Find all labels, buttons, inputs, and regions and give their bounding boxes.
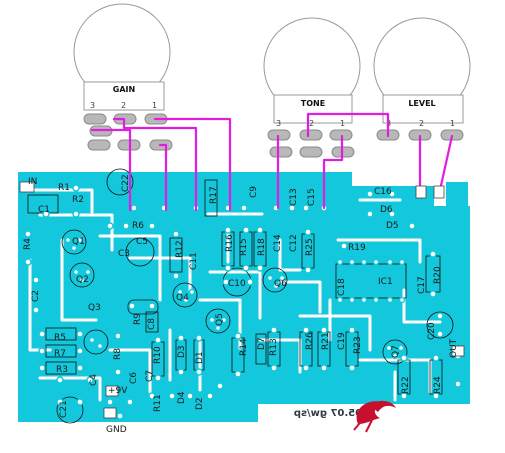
pot-tone-pin-2: 2 [309, 119, 314, 128]
label-gnd: GND [106, 425, 127, 435]
pot-level: LEVEL 3 2 1 [373, 17, 471, 128]
label-in: IN [28, 177, 37, 187]
pcb-traces [26, 188, 442, 402]
label-c6: C6 [129, 372, 139, 384]
label-r25: R25 [305, 238, 315, 256]
label-ic1: IC1 [378, 277, 393, 287]
label-q2: Q2 [76, 275, 89, 285]
label-q6: Q6 [274, 279, 287, 289]
label-c1: C1 [38, 205, 50, 215]
jumper-wires [90, 112, 454, 212]
pot-gain-pin-2: 2 [121, 101, 126, 110]
label-q1: Q1 [72, 237, 85, 247]
label-d3: D3 [177, 345, 187, 358]
label-q5: Q5 [215, 313, 225, 326]
label-r13: R13 [269, 338, 279, 356]
label-r2: R2 [72, 195, 84, 205]
label-c2: C2 [31, 290, 41, 302]
label-d4: D4 [177, 391, 187, 404]
label-c18: C18 [337, 278, 347, 296]
label-r7: R7 [54, 349, 66, 359]
label-d6: D6 [380, 205, 393, 215]
label-r20: R20 [433, 266, 443, 284]
label-c19: C19 [337, 332, 347, 350]
pot-tone: TONE 3 2 1 [263, 17, 361, 128]
pot-lug-pads [83, 113, 464, 158]
pot-tone-label: TONE [301, 99, 325, 108]
label-c9: C9 [249, 186, 259, 198]
pot-gain-pin-3: 3 [90, 101, 95, 110]
pot-level-pin-1: 1 [450, 119, 455, 128]
label-c17: C17 [417, 276, 427, 294]
label-q4: Q4 [176, 293, 189, 303]
pot-level-label: LEVEL [408, 99, 435, 108]
label-r12: R12 [175, 240, 185, 258]
pot-level-pin-2: 2 [419, 119, 424, 128]
label-r8: R8 [113, 348, 123, 360]
label-r24: R24 [433, 376, 443, 394]
label-out: OUT [449, 338, 459, 358]
pot-tone-pin-1: 1 [340, 119, 345, 128]
label-r23: R23 [353, 336, 363, 354]
label-c22: C22 [121, 174, 131, 192]
label-r3: R3 [56, 365, 68, 375]
label-r18: R18 [257, 238, 267, 256]
label-r9: R9 [133, 313, 143, 325]
label-r6: R6 [132, 221, 144, 231]
label-r21: R21 [321, 332, 331, 350]
label-c4: C4 [89, 374, 99, 386]
label-d5: D5 [386, 221, 399, 231]
pot-gain-label: GAIN [113, 85, 135, 94]
label-r1: R1 [58, 183, 70, 193]
label-r15: R15 [239, 238, 249, 256]
watermark-url-text: bbs.GuitarChina.com [398, 430, 504, 440]
label-r11: R11 [153, 394, 163, 412]
hookup-pads [19, 181, 465, 419]
pot-gain-pin-1: 1 [152, 101, 157, 110]
pot-tone-pin-3: 3 [276, 119, 281, 128]
label-r19: R19 [348, 243, 366, 253]
label-c13: C13 [289, 188, 299, 206]
watermark: 吉他中国 bbs.GuitarChina.com [353, 400, 504, 440]
label-d2: D2 [195, 397, 205, 410]
label-c10: C10 [228, 279, 246, 289]
label-r16: R16 [225, 234, 235, 252]
label-r17: R17 [209, 186, 219, 204]
label-c12: C12 [289, 234, 299, 252]
label-c15: C15 [307, 188, 317, 206]
label-c5: C5 [136, 237, 148, 247]
label-d1: D1 [195, 351, 205, 364]
label-c8: C8 [147, 318, 157, 330]
label-r22: R22 [401, 376, 411, 394]
label-q3: Q3 [88, 303, 101, 313]
label-c21: C21 [59, 400, 69, 418]
pot-gain: GAIN 3 2 1 [73, 3, 171, 111]
label-c3: C3 [118, 249, 130, 259]
label-c11: C11 [189, 252, 199, 270]
revision-mirrored-text: 05.07 gw/sp [294, 408, 362, 419]
watermark-chinese-text: 吉他中国 [396, 404, 472, 427]
label-r4: R4 [23, 238, 33, 250]
dragon-logo-icon [353, 400, 396, 433]
label-d7: D7 [257, 337, 267, 350]
label-c7: C7 [145, 370, 155, 382]
label-c20: C20 [427, 322, 437, 340]
label-q7: Q7 [391, 345, 401, 358]
label-r26: R26 [305, 332, 315, 350]
label-c14: C14 [273, 234, 283, 252]
label-r14: R14 [239, 338, 249, 356]
label-r10: R10 [153, 346, 163, 364]
label-r5: R5 [54, 333, 66, 343]
label-power: +9V [108, 386, 128, 396]
label-c16: C16 [374, 187, 392, 197]
